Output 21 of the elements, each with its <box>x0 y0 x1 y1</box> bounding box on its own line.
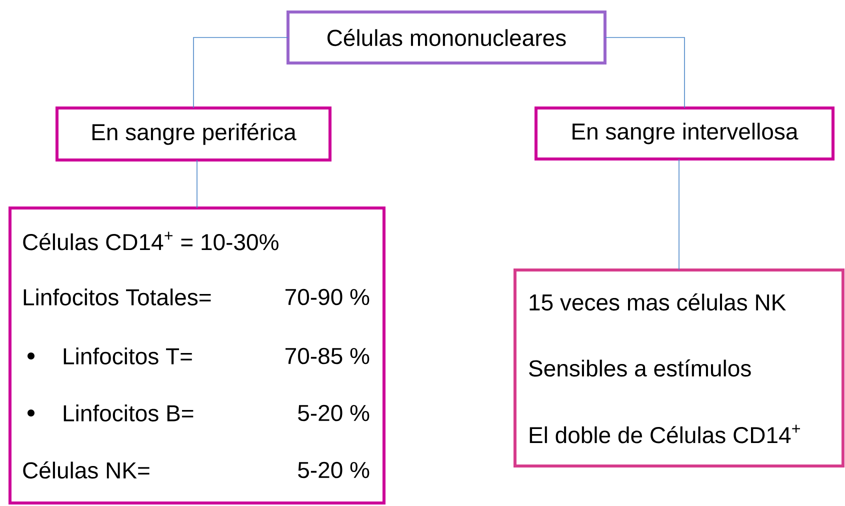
text-line: Linfocitos Totales= <box>24 288 211 306</box>
text-line: El doble de Células CD14$^{+}$ <box>530 424 800 444</box>
connector-line <box>678 158 680 270</box>
title-box: Células mononucleares <box>286 10 606 64</box>
connector-line <box>193 37 288 108</box>
text-line: Células NK= <box>23 461 150 479</box>
title-box: En sangre intervellosa <box>534 106 834 160</box>
text-line: 70-90 % <box>286 288 370 306</box>
connector-line <box>604 37 685 108</box>
text-line: Linfocitos B= <box>64 404 194 422</box>
text-line: 70-85 % <box>286 348 370 364</box>
text-line: Células CD14$^{+}$ = 10-30% <box>23 232 278 250</box>
text-line: 5-20 % <box>298 462 370 478</box>
text-line: 5-20 % <box>298 404 370 422</box>
text-line: Linfocitos T= <box>64 348 192 364</box>
info-box <box>8 206 386 504</box>
text-line: Sensibles a estímulos <box>529 359 751 377</box>
title-box: En sangre periférica <box>56 106 332 162</box>
connector-line <box>196 160 198 208</box>
info-box <box>514 268 845 468</box>
text-line: 15 veces mas células NK <box>530 293 786 311</box>
